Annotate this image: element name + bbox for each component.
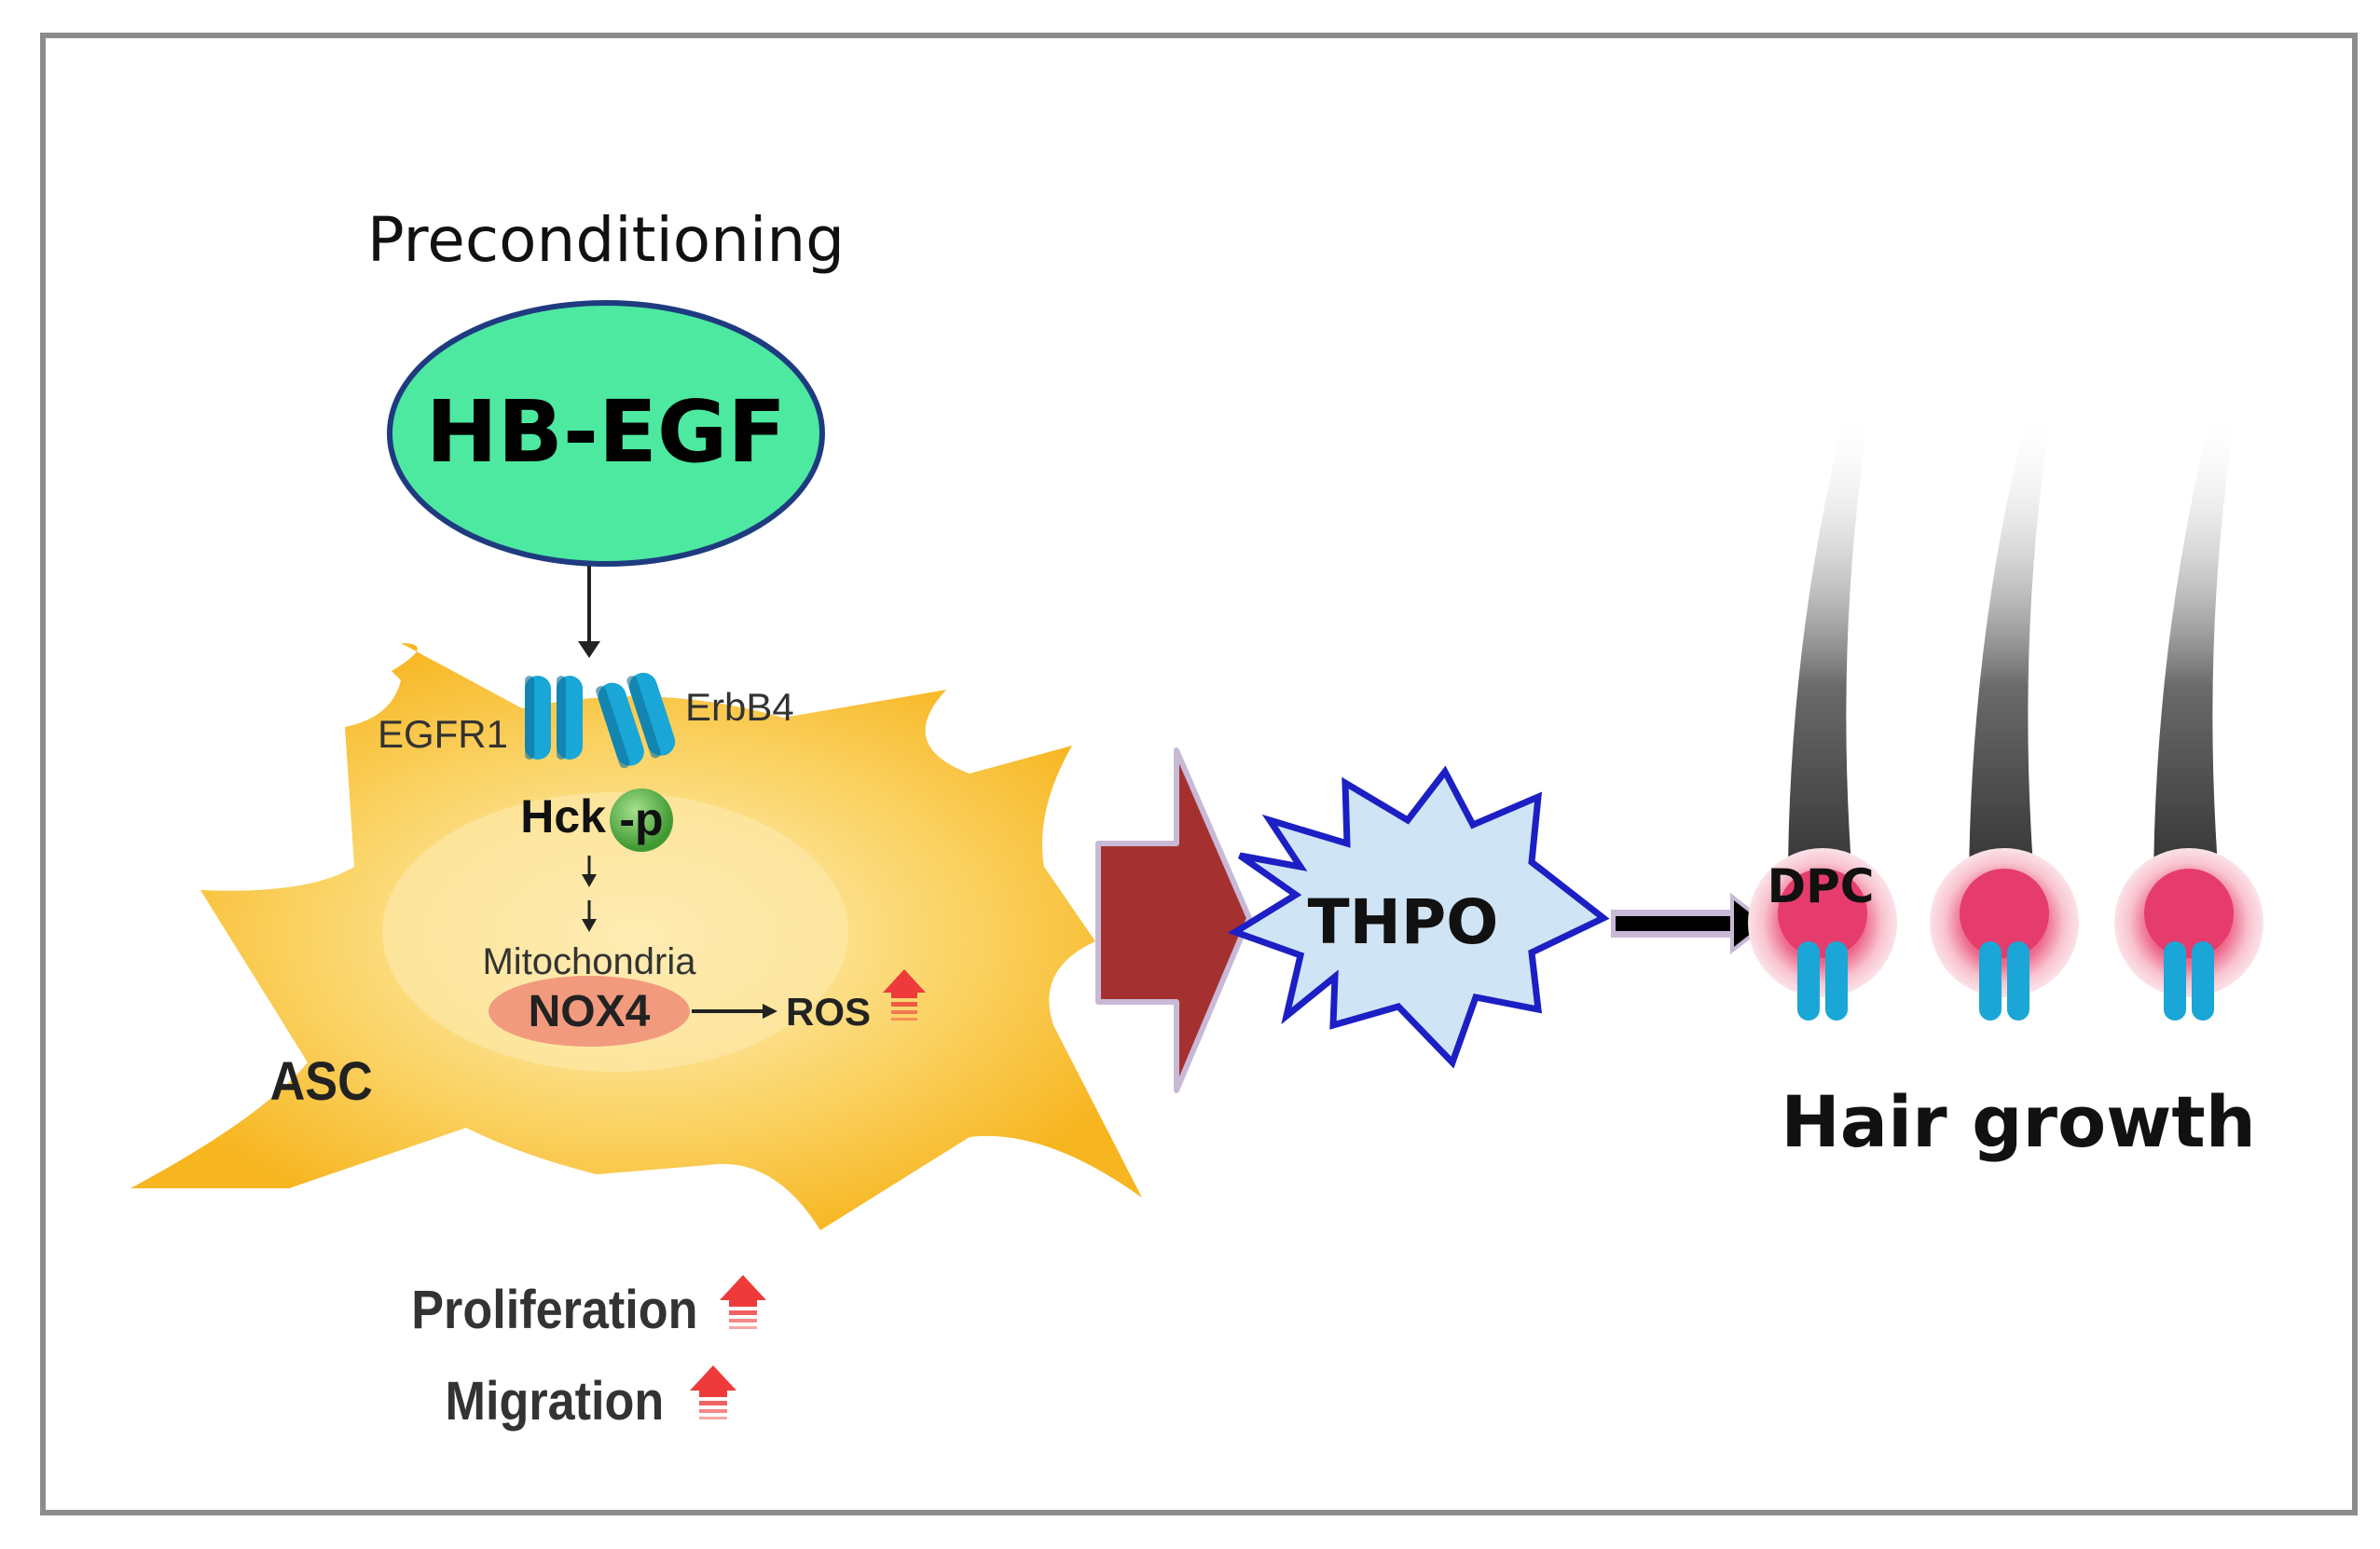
dpc-label: DPC xyxy=(1768,859,1875,913)
thpo-starburst-icon xyxy=(1227,765,1610,1069)
ros-up-arrow-icon xyxy=(883,969,926,1021)
thpo-dpc-arrow xyxy=(1616,916,1737,931)
hb-egf-ellipse xyxy=(387,300,825,567)
erbb4-receptor-icon xyxy=(596,672,676,769)
erbb4-label: ErbB4 xyxy=(685,685,794,729)
ligand-arrowhead xyxy=(578,641,600,658)
hair-follicle-icon xyxy=(2114,410,2263,1021)
phospho-circle xyxy=(610,788,673,852)
thpo-label: THPO xyxy=(1308,886,1499,958)
migration-label: Migration xyxy=(446,1370,665,1431)
migration-up-arrow-icon xyxy=(690,1365,736,1419)
big-right-arrow-icon xyxy=(1095,747,1252,1093)
ros-label: ROS xyxy=(786,990,871,1034)
hair-follicle-icon xyxy=(1748,410,1897,1021)
hair-follicle-icon xyxy=(1930,410,2079,1021)
proliferation-up-arrow-icon xyxy=(720,1275,766,1329)
egfr1-label: EGFR1 xyxy=(378,712,508,756)
proliferation-label: Proliferation xyxy=(411,1279,697,1339)
phospho-label: -p xyxy=(619,793,663,845)
signal-down-arrows xyxy=(582,856,597,932)
hair-growth-label: Hair growth xyxy=(1781,1080,2256,1163)
figure-frame xyxy=(40,33,2358,1515)
asc-label: ASC xyxy=(270,1050,373,1111)
mitochondria-label: Mitochondria xyxy=(482,941,696,982)
hck-label: Hck xyxy=(520,790,606,843)
egfr1-receptor-icon xyxy=(525,676,583,760)
nox4-ellipse xyxy=(488,976,690,1047)
nox4-ros-arrowhead xyxy=(763,1004,777,1019)
nox4-label: NOX4 xyxy=(529,987,651,1036)
hb-egf-label: HB-EGF xyxy=(426,382,787,482)
preconditioning-title: Preconditioning xyxy=(367,204,845,276)
